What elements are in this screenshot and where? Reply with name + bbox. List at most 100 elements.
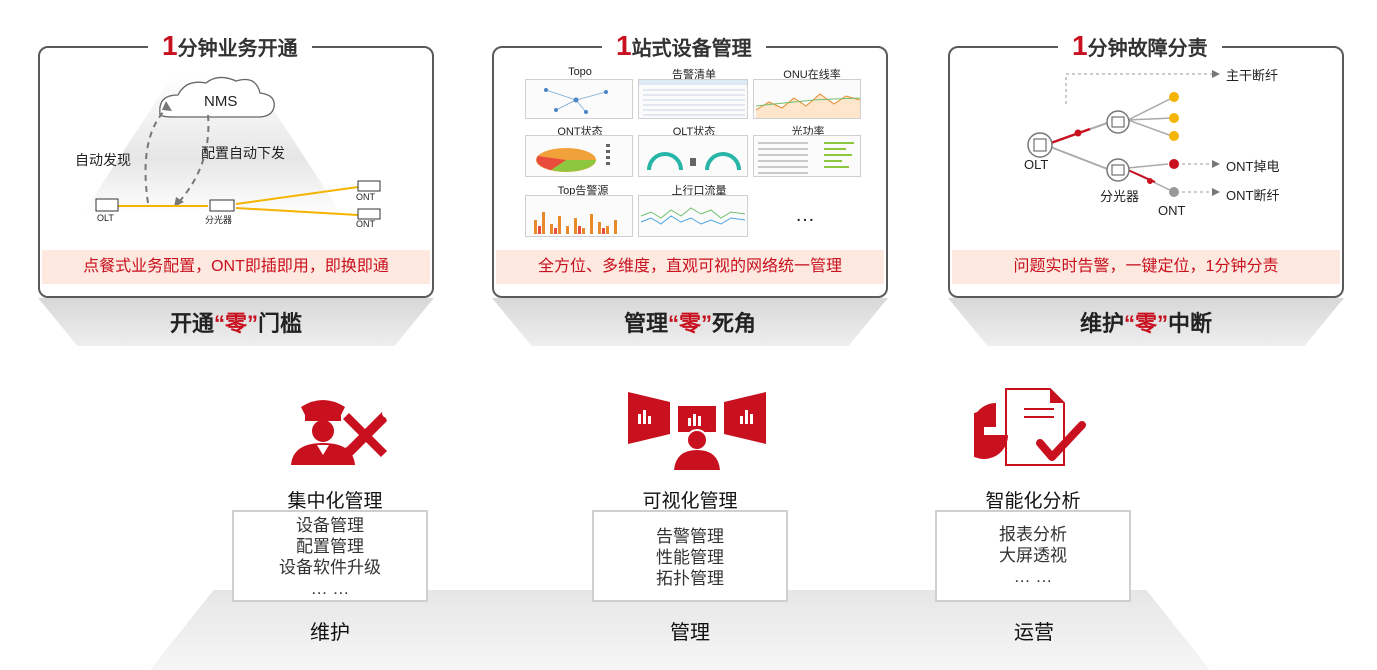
pillar-title: 集中化管理 xyxy=(287,491,383,512)
ont-fiber-break-icon xyxy=(1169,187,1179,197)
thumb-label-onu-online: ONU在线率 xyxy=(783,69,841,81)
card-caption: 全方位、多维度，直观可视的网络统一管理 xyxy=(496,250,884,284)
ont-fiber-break-label: ONT断纤 xyxy=(1226,188,1280,203)
pillar-item: 配置管理 xyxy=(296,537,364,556)
olt-to-splitter2-line xyxy=(1047,145,1111,171)
title-number: 1 xyxy=(616,30,632,61)
more-ellipsis: … xyxy=(795,204,817,226)
ont-power-off-label: ONT掉电 xyxy=(1226,159,1280,174)
pillar-item: 告警管理 xyxy=(656,527,724,546)
pillar-item: 设备软件升级 xyxy=(279,558,381,577)
thumb-optical-power[interactable] xyxy=(753,135,861,177)
stand-pre: 维护 xyxy=(1079,311,1124,336)
fault-diagram xyxy=(1027,70,1220,197)
thumb-uplink-traffic[interactable] xyxy=(638,195,748,237)
title-number: 1 xyxy=(1072,30,1088,61)
pie-chart-icon xyxy=(536,144,610,172)
pillar-item: 拓扑管理 xyxy=(656,569,724,588)
card-caption: 点餐式业务配置，ONT即插即用，即换即通 xyxy=(42,250,430,284)
arrow-head-down-icon xyxy=(174,197,184,207)
fault-highlight-line xyxy=(1047,127,1091,146)
pillar-item: 报表分析 xyxy=(999,525,1067,544)
technician-tools-icon xyxy=(291,400,392,465)
fault-point-2-icon xyxy=(1147,178,1153,184)
pillar-title: 可视化管理 xyxy=(642,491,738,512)
stand-zero: “零” xyxy=(213,311,258,336)
list-bars-icon xyxy=(758,142,854,174)
ont-ok-3-icon xyxy=(1169,131,1179,141)
stand-provisioning: 开通“零”门槛 xyxy=(38,298,434,346)
pillar-title: 智能化分析 xyxy=(985,491,1081,512)
pillar-foot: 运营 xyxy=(1014,622,1054,644)
splitter-label: 分光器 xyxy=(205,215,233,225)
topo-graph-icon xyxy=(544,88,608,114)
ont-ok-2-icon xyxy=(1169,113,1179,123)
thumb-label-top-alarm: Top告警源 xyxy=(557,185,609,197)
line-chart-icon xyxy=(640,207,746,225)
title-number: 1 xyxy=(162,30,178,61)
ont-label-2: ONT xyxy=(356,219,375,229)
pillar-foot: 维护 xyxy=(310,622,350,644)
table-lines-icon xyxy=(639,80,747,116)
splitter-node-2-icon xyxy=(1106,158,1130,182)
nms-label: NMS xyxy=(204,93,238,110)
thumb-olt-status[interactable] xyxy=(638,135,748,177)
ont-label: ONT xyxy=(1158,203,1186,218)
arrow-right-icon xyxy=(1212,70,1220,78)
pillar-items-box: 设备管理 配置管理 设备软件升级 … … xyxy=(232,510,428,602)
thumb-alarm-list[interactable] xyxy=(638,79,748,119)
pillar-item: … … xyxy=(1013,567,1053,586)
card-title: 1 分钟故障分责 xyxy=(1058,30,1222,64)
pillar-item: … … xyxy=(310,579,350,598)
card-fault-diagnosis: 问题实时告警，一键定位，1分钟分责 xyxy=(948,46,1344,298)
pillar-items-box: 告警管理 性能管理 拓扑管理 xyxy=(592,510,788,602)
splitter-device-icon xyxy=(209,199,235,212)
arrow-head-up-icon xyxy=(162,101,172,111)
fiber-splitter-ont2 xyxy=(235,207,359,216)
report-pie-check-icon xyxy=(974,388,1086,466)
stand-zero: “零” xyxy=(1123,311,1168,336)
stand-post: 门槛 xyxy=(258,311,303,336)
floor-platform xyxy=(150,590,1210,670)
pillar-item: 设备管理 xyxy=(296,516,364,535)
fiber-splitter-ont1 xyxy=(235,186,359,205)
olt-label: OLT xyxy=(1024,157,1049,172)
presenter-screens-icon xyxy=(628,392,766,470)
stand-maintenance: 维护“零”中断 xyxy=(948,298,1344,346)
olt-label: OLT xyxy=(97,213,114,223)
splitter-node-1-icon xyxy=(1106,110,1130,134)
stand-management: 管理“零”死角 xyxy=(492,298,888,346)
thumb-ont-status[interactable] xyxy=(525,135,633,177)
olt-device-icon xyxy=(95,198,119,212)
stand-post: 死角 xyxy=(712,311,757,336)
area-chart-icon xyxy=(755,93,860,118)
pillar-foot: 管理 xyxy=(670,622,710,644)
card-title: 1 站式设备管理 xyxy=(602,30,766,64)
auto-discover-label: 自动发现 xyxy=(75,152,131,168)
auto-config-label: 配置自动下发 xyxy=(201,145,285,161)
trunk-break-label: 主干断纤 xyxy=(1226,68,1279,83)
stand-pre: 开通 xyxy=(169,311,214,336)
thumb-onu-online[interactable] xyxy=(753,79,861,119)
title-text: 分钟故障分责 xyxy=(1087,38,1208,60)
olt-node-icon xyxy=(1027,132,1053,158)
ont-device-1-icon xyxy=(357,180,381,192)
thumb-label-topo: Topo xyxy=(568,66,592,78)
stand-zero: “零” xyxy=(667,311,712,336)
provisioning-diagram xyxy=(95,76,381,220)
bar-chart-icon xyxy=(534,212,617,234)
stand-pre: 管理 xyxy=(623,311,668,336)
stand-post: 中断 xyxy=(1168,311,1213,336)
gauge-chart-icon xyxy=(647,152,741,171)
trunk-break-dashed-line xyxy=(1065,73,1212,104)
thumb-topo[interactable] xyxy=(525,79,633,119)
ont-label-1: ONT xyxy=(356,192,375,202)
thumb-top-alarm[interactable] xyxy=(525,195,633,237)
auto-discover-arrow xyxy=(144,106,169,204)
card-title: 1 分钟业务开通 xyxy=(148,30,312,64)
title-text: 站式设备管理 xyxy=(631,38,752,60)
thumb-label-alarm-list: 告警清单 xyxy=(672,69,716,81)
card-caption: 问题实时告警，一键定位，1分钟分责 xyxy=(952,250,1340,284)
nms-cloud-icon xyxy=(159,76,275,118)
thumb-label-uplink-traffic: 上行口流量 xyxy=(671,185,727,197)
